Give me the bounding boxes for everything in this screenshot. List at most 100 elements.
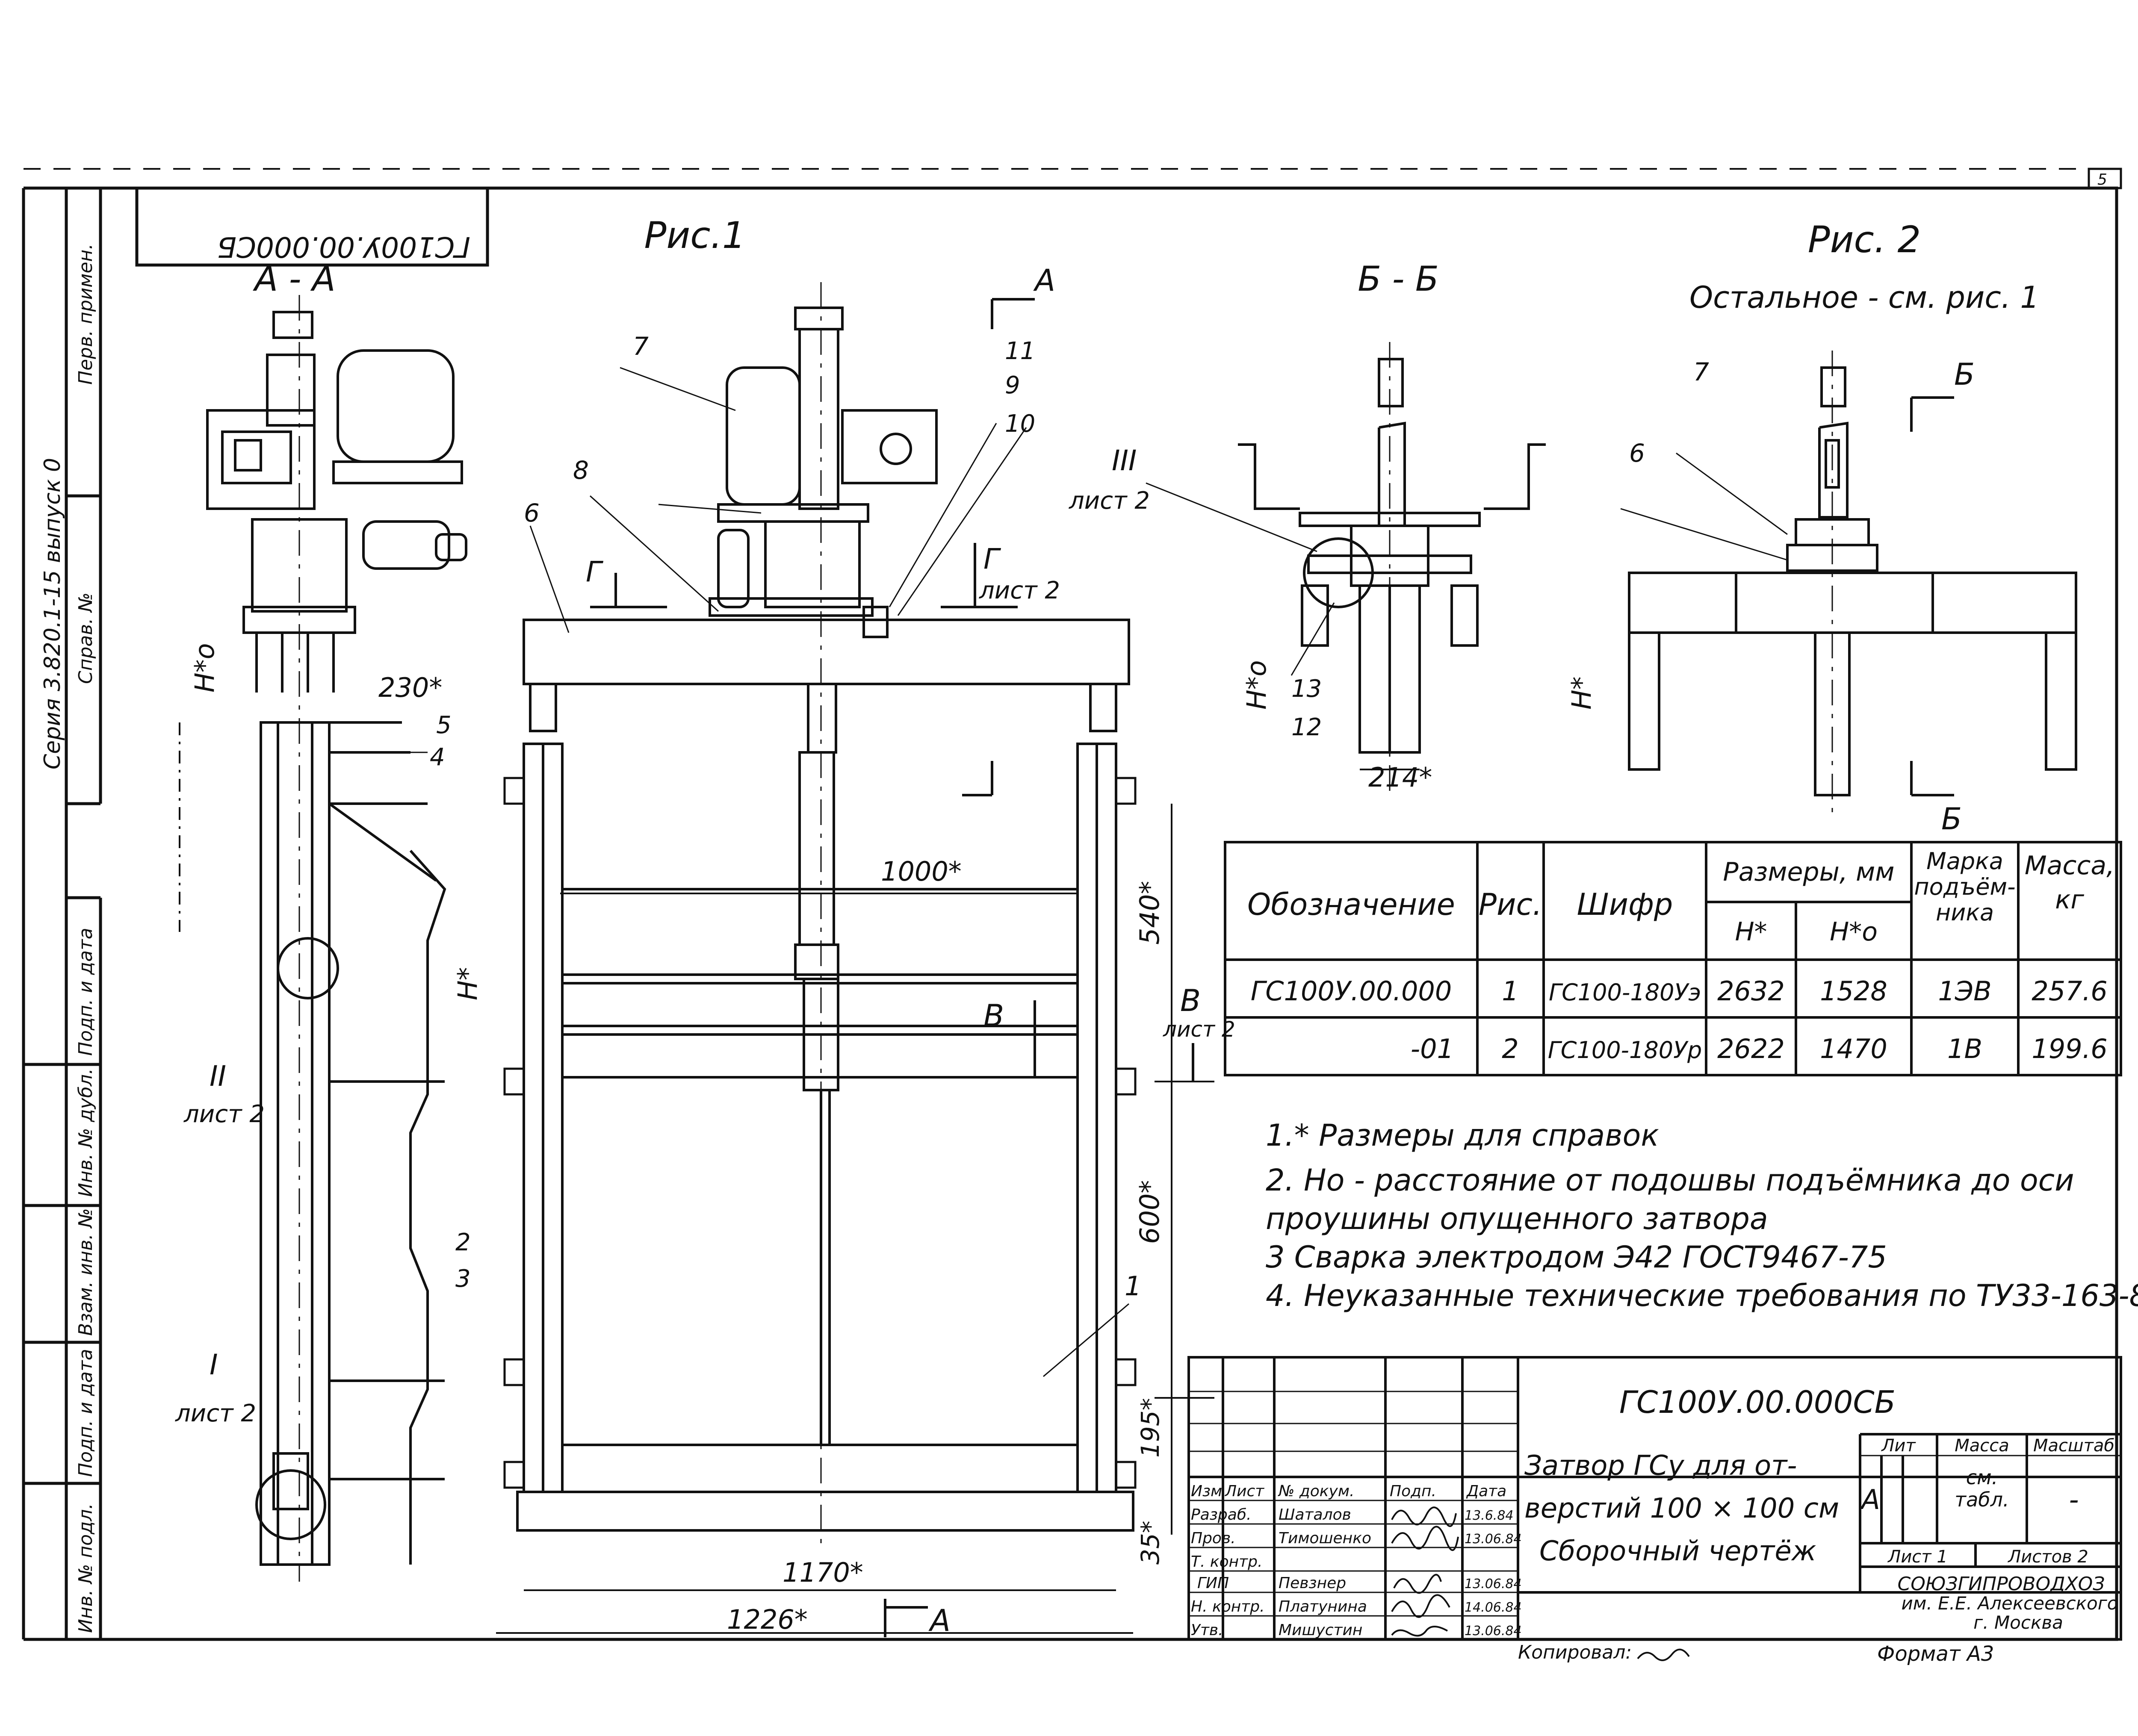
cut-g-sheet: лист 2 (979, 577, 1060, 604)
tb-col-izm: Изм (1191, 1483, 1222, 1500)
th-designation: Обозначение (1247, 887, 1455, 922)
title-block-grid (1187, 1356, 2122, 1641)
detail-ii-label: II (210, 1060, 226, 1093)
th-h: H* (1735, 917, 1767, 947)
section-bb-view (1146, 342, 1546, 795)
callout-2: 2 (455, 1229, 471, 1256)
tb-scale-value: - (2069, 1484, 2079, 1516)
row2-fig: 2 (1502, 1033, 1518, 1064)
tb-date-5: 13.06.84 (1465, 1624, 1522, 1639)
stamp-label-inv-podl: Инв. № подл. (75, 1503, 97, 1633)
callout-7: 7 (633, 332, 649, 361)
stamp-label-podp2: Подп. и дата (75, 1349, 97, 1477)
tb-name-3r: Певзнер (1279, 1574, 1346, 1592)
detail-iii-sheet: лист 2 (1069, 487, 1150, 515)
row1-ho: 1528 (1820, 976, 1887, 1007)
row2-lifter: 1В (1947, 1033, 1982, 1064)
fig1-front-view (338, 282, 1214, 1637)
note-4: 4. Неуказанные технические требования по… (1266, 1278, 2138, 1313)
fig2-note: Остальное - см. рис. 1 (1689, 280, 2039, 315)
tb-sheet-label: Лист 1 (1887, 1547, 1948, 1567)
th-cipher: Шифр (1577, 887, 1673, 922)
stamp-rotated-fragment: Серия 3.820.1-15 выпуск 0 (40, 458, 65, 769)
callout-6: 6 (524, 498, 540, 528)
stamp-label-podp1: Подп. и дата (75, 928, 97, 1056)
dim-h-aa: H* (452, 967, 483, 1000)
tb-date-4: 14.06.84 (1465, 1600, 1522, 1615)
callout-3: 3 (455, 1265, 471, 1293)
copier-signature (1637, 1648, 1690, 1661)
cut-v-label: В (983, 998, 1004, 1033)
tb-role-5: Утв. (1191, 1621, 1223, 1639)
footer-copied: Копировал: (1518, 1642, 1632, 1663)
callout-13: 13 (1291, 675, 1322, 703)
cut-g-right: Г (983, 542, 1001, 575)
tb-col-podp: Подп. (1390, 1483, 1436, 1500)
tb-role-2: Т. контр. (1191, 1553, 1262, 1571)
section-aa-view (179, 295, 467, 1582)
detail-i-sheet: лист 2 (175, 1400, 256, 1427)
fig2-cut-b-bottom: Б (1941, 802, 1962, 837)
callout-5: 5 (436, 711, 452, 739)
tb-col-list: Лист (1224, 1483, 1264, 1500)
fig2-h-star: H* (1566, 676, 1597, 710)
tb-name-0: Шаталов (1279, 1506, 1351, 1524)
cut-v-sheet: лист 2 (1163, 1017, 1235, 1042)
tb-name-3: Сборочный чертёж (1539, 1536, 1816, 1567)
tb-org-3: г. Москва (1973, 1612, 2063, 1633)
note-1: 1.* Размеры для справок (1266, 1118, 1659, 1153)
fig1-title: Рис.1 (644, 214, 745, 257)
th-ho: H*o (1830, 917, 1878, 947)
dim-ho-aa: H*o (189, 643, 220, 693)
tb-date-3: 13.06.84 (1465, 1577, 1522, 1592)
th-lifter: Марка подъём- ника (1914, 849, 2016, 926)
tb-org-1: СОЮЗГИПРОВОДХОЗ (1898, 1573, 2105, 1595)
tb-scale-label: Масштаб (2033, 1436, 2114, 1456)
tb-col-date: Дата (1466, 1483, 1506, 1500)
fig2-callout-6: 6 (1629, 439, 1645, 468)
fig2-callout-7: 7 (1693, 357, 1709, 386)
fig2-title: Рис. 2 (1808, 218, 1921, 261)
th-mass: Масса, кг (2024, 851, 2115, 915)
cut-g-left: Г (586, 555, 604, 588)
signatures (1391, 1506, 1459, 1637)
callout-4: 4 (430, 743, 445, 771)
detail-i-label: I (210, 1348, 218, 1381)
dim-195: 195* (1136, 1398, 1165, 1458)
tb-sheets-label: Листов 2 (2007, 1547, 2088, 1567)
tb-role-0: Разраб. (1191, 1506, 1251, 1524)
spec-table-grid (1224, 841, 2122, 1076)
row1-mass: 257.6 (2032, 976, 2108, 1007)
fig2-cut-b-top: Б (1954, 357, 1975, 392)
row2-cipher: ГС100-180Ур (1548, 1037, 1702, 1064)
row1-designation: ГС100У.00.000 (1251, 976, 1452, 1007)
row2-ho: 1470 (1820, 1033, 1887, 1064)
row1-lifter: 1ЭВ (1938, 976, 1991, 1007)
row2-h: 2622 (1717, 1033, 1785, 1064)
tb-name-5r: Мишустин (1279, 1621, 1362, 1639)
row1-cipher: ГС100-180Уэ (1549, 979, 1701, 1006)
stamp-label-sprav: Справ. № (75, 592, 97, 684)
tb-role-3: ГИП (1197, 1574, 1229, 1592)
callout-9: 9 (1005, 371, 1020, 399)
mirrored-code: ГС100У.00.000СБ (217, 230, 470, 263)
detail-ii-sheet: лист 2 (183, 1100, 265, 1128)
cut-v-right: В (1180, 983, 1201, 1018)
dim-1170: 1170* (783, 1557, 863, 1588)
dim-1226: 1226* (727, 1604, 808, 1635)
note-2: 2. Но - расстояние от подошвы подъёмника… (1266, 1163, 2074, 1198)
note-2-cont: проушины опущенного затвора (1266, 1201, 1768, 1236)
th-sizes: Размеры, мм (1723, 857, 1894, 887)
row2-designation: -01 (1411, 1033, 1454, 1064)
stamp-label-vzam: Взам. инв. № (75, 1208, 97, 1336)
dim-1000: 1000* (881, 856, 962, 887)
dim-230: 230* (378, 672, 442, 703)
tb-name-1: Затвор ГСу для от- (1524, 1450, 1797, 1482)
tb-lit-value: А (1860, 1484, 1880, 1516)
callout-8: 8 (573, 456, 589, 485)
page-number: 5 (2097, 171, 2107, 189)
callout-12: 12 (1291, 713, 1322, 741)
section-aa-title: А - А (252, 259, 335, 299)
dim-600: 600* (1134, 1180, 1165, 1244)
